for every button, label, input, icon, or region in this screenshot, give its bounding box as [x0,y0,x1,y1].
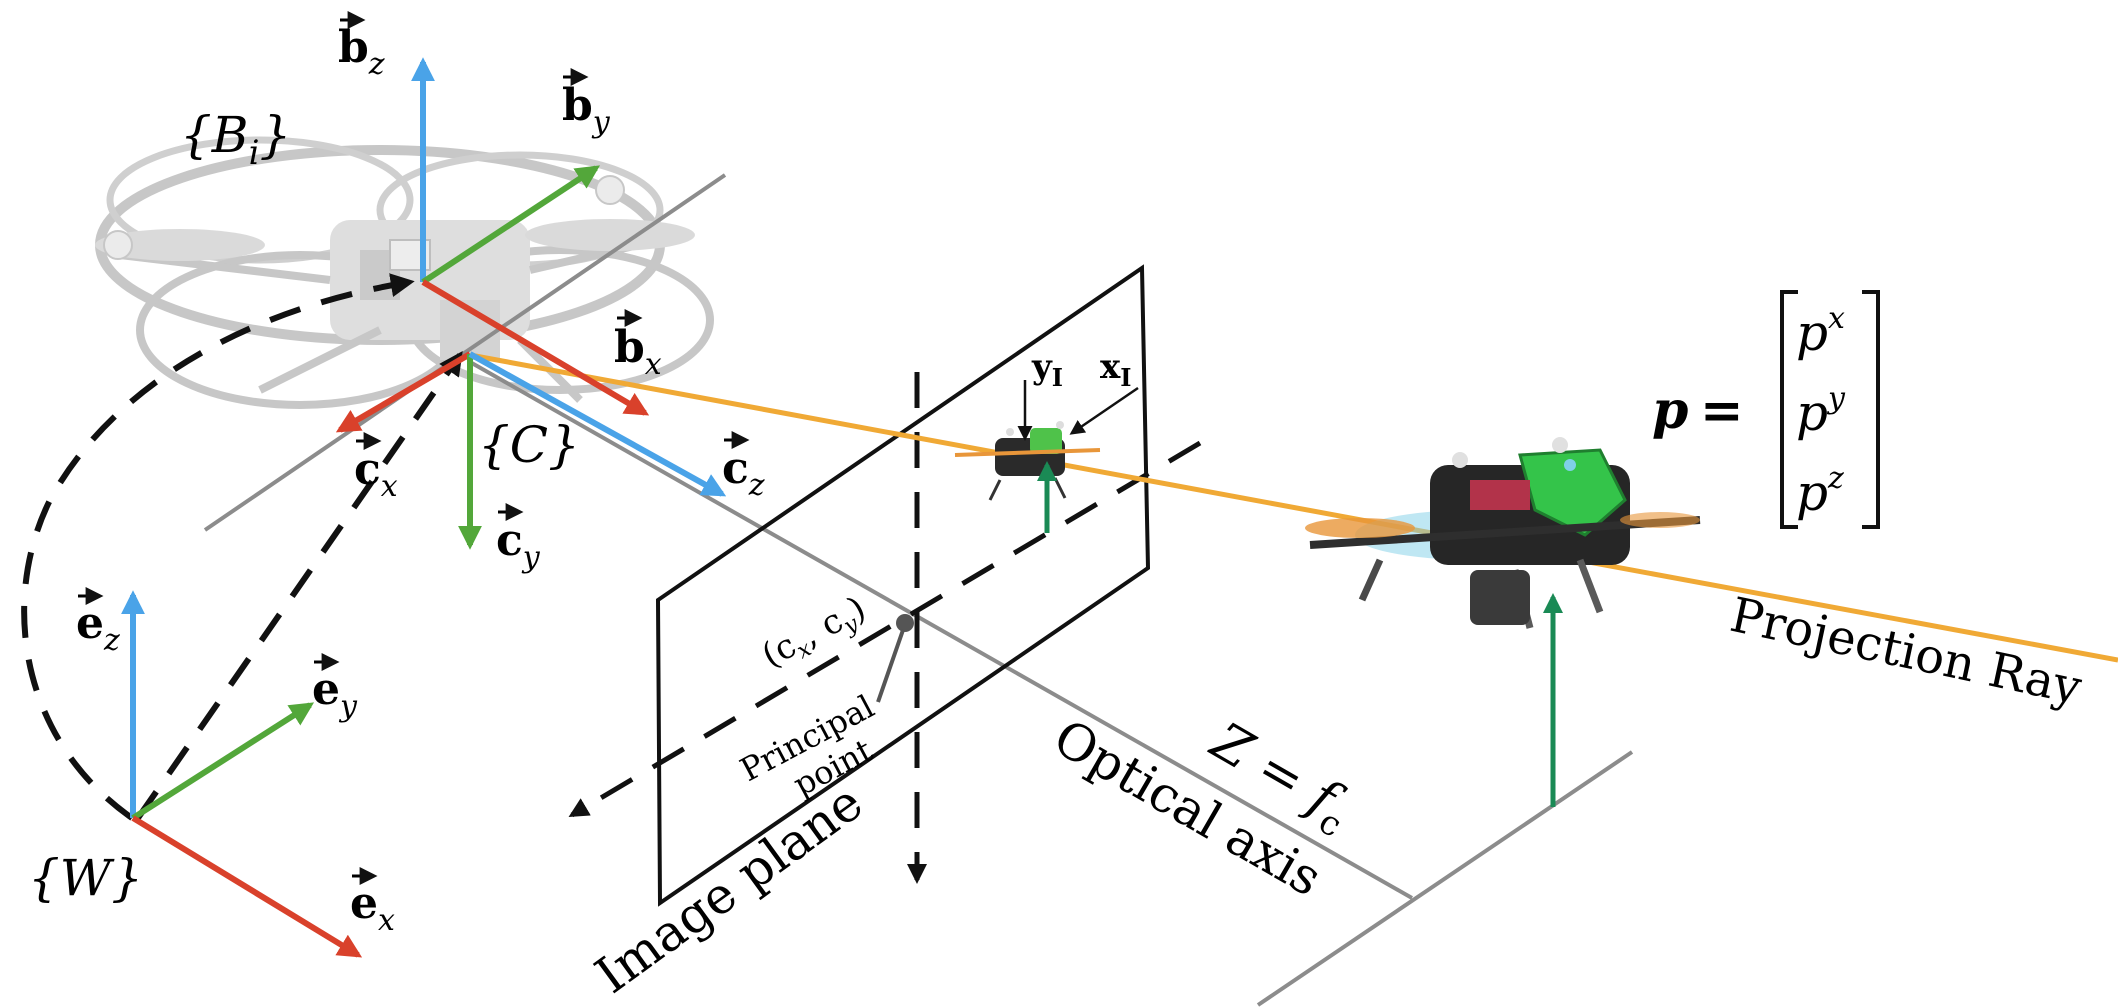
camera-frame-label: {C} [478,416,580,474]
body-frame-label: {Bi} [180,106,291,173]
vector-component-x: px [1796,301,1845,362]
cy-label: cy [496,503,541,575]
principal-point-dot [896,614,914,632]
xI-label: xI [1100,347,1132,392]
cz-label: cz [722,431,765,503]
svg-text:bz: bz [338,22,385,82]
vector-component-y: py [1796,381,1846,442]
position-vector-equation: p = px py pz [1652,290,1880,529]
body-gray-axis-line [203,173,727,532]
ex-arrow [131,815,363,958]
ex-label: ex [350,867,395,938]
by-arrow [421,165,601,285]
xI-arrow [1069,386,1139,435]
bx-label: bx [614,309,662,382]
cx-label: cx [354,432,398,504]
world-to-camera-dashed-line [135,351,463,820]
target-drone-photo [1305,437,1701,629]
projection-ray-label: Projection Ray [1726,587,2087,716]
by-label: by [562,68,611,140]
svg-text:=: = [1700,380,1744,441]
image-plane-horizontal-dashed-axis [568,440,1202,818]
svg-text:Projection Ray: Projection Ray [1726,587,2087,716]
image-plane-label: Image plane [585,773,873,1005]
world-frame-label: {W} [28,849,143,907]
svg-text:bx: bx [614,322,662,382]
svg-text:p: p [1652,380,1688,441]
right-bracket [1862,290,1880,529]
cz-arrow [468,351,727,497]
principal-point-leader [876,629,905,703]
projection-ray [469,352,2118,663]
image-plane [655,264,1151,907]
svg-text:cy: cy [496,515,541,575]
ground-line [1256,750,1634,1007]
cx-arrow [335,351,472,433]
world-to-body-dashed-arc [21,273,415,821]
svg-text:ex: ex [350,878,395,938]
optical-axis-line [469,360,1413,900]
svg-text:by: by [562,80,611,140]
bz-label: bz [338,11,385,82]
vector-component-z: pz [1796,461,1844,522]
projected-drone-image [954,421,1101,501]
svg-text:(cx, cy): (cx, cy) [755,588,874,679]
svg-text:ez: ez [76,598,120,658]
svg-text:ey: ey [312,664,358,724]
principal-point-coord: (cx, cy) [755,588,874,679]
svg-text:cx: cx [354,444,398,504]
ez-label: ez [76,587,120,658]
svg-text:Image plane: Image plane [585,773,873,1005]
ey-label: ey [312,653,358,724]
left-bracket [1780,290,1798,529]
svg-text:cz: cz [722,443,765,503]
yI-label: yI [1031,347,1063,392]
ey-arrow [131,702,315,821]
bx-arrow [421,279,650,416]
